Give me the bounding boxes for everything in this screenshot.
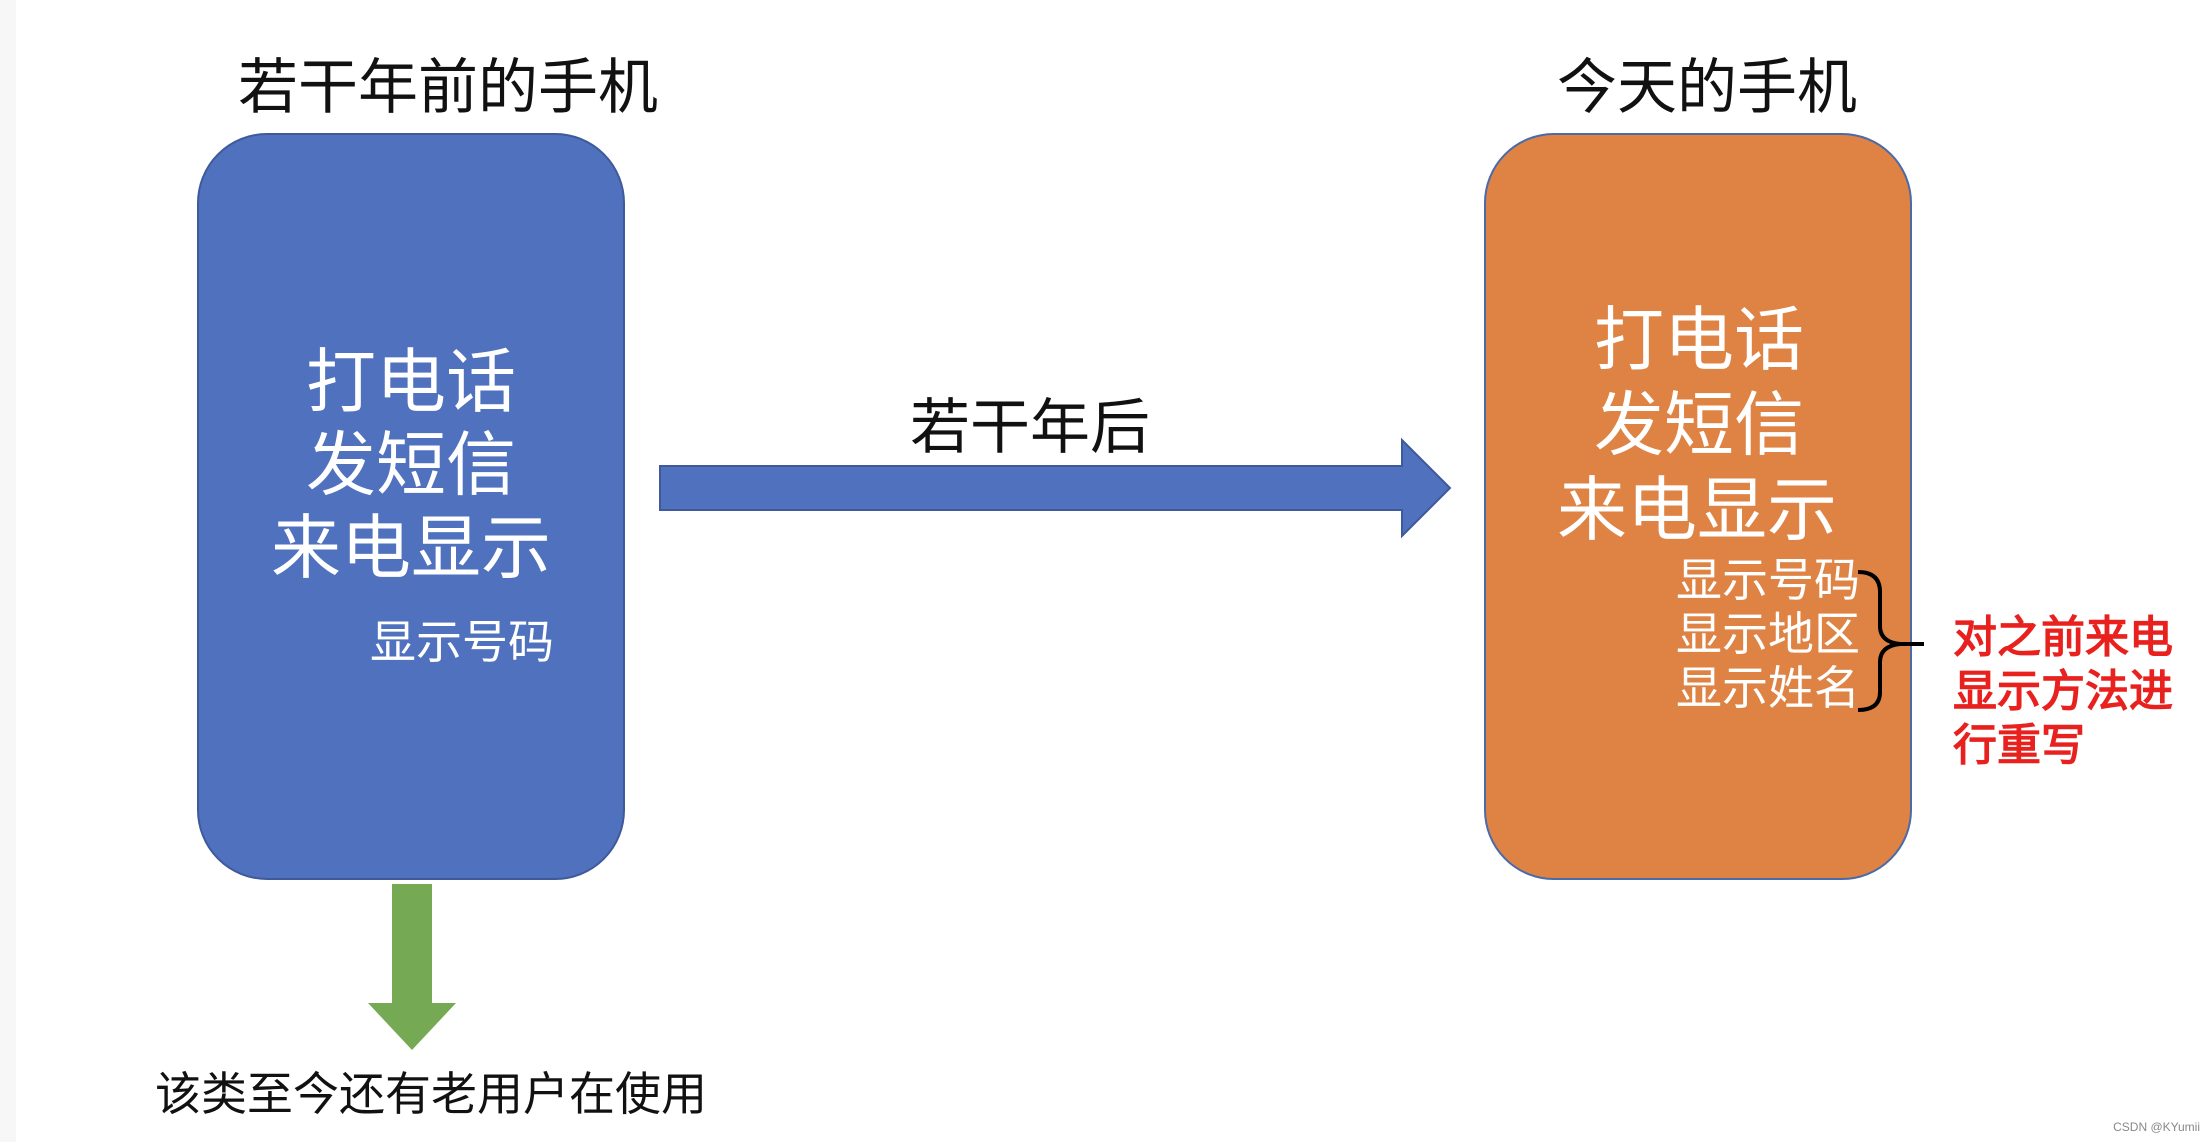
new-phone-title: 今天的手机 — [1557, 53, 1857, 123]
right-arrow — [659, 437, 1452, 539]
old-feature-caller-id: 来电显示 — [271, 507, 551, 589]
new-feature-call: 打电话 — [1594, 299, 1804, 381]
arrow-label: 若干年后 — [910, 393, 1150, 463]
watermark: CSDN @KYumii — [2113, 1120, 2200, 1134]
new-feature-caller-id: 来电显示 — [1557, 469, 1837, 551]
old-sub-feature-number: 显示号码 — [370, 615, 554, 669]
new-sub-feature-region: 显示地区 — [1676, 607, 1860, 661]
old-phone-title: 若干年前的手机 — [238, 53, 658, 123]
left-margin-strip — [0, 0, 16, 1142]
override-note-line-3: 行重写 — [1953, 720, 2085, 771]
new-feature-sms: 发短信 — [1594, 384, 1804, 466]
down-arrow — [368, 884, 456, 1050]
new-sub-feature-number: 显示号码 — [1676, 553, 1860, 607]
new-phone-box — [1484, 133, 1912, 880]
old-feature-call: 打电话 — [306, 341, 516, 423]
curly-brace — [1857, 570, 1901, 712]
old-feature-sms: 发短信 — [306, 424, 516, 506]
override-note-line-2: 显示方法进 — [1953, 666, 2173, 717]
override-note-line-1: 对之前来电 — [1953, 612, 2173, 663]
old-phone-box — [197, 133, 625, 880]
old-users-caption: 该类至今还有老用户在使用 — [155, 1067, 707, 1121]
new-sub-feature-name: 显示姓名 — [1676, 661, 1860, 715]
